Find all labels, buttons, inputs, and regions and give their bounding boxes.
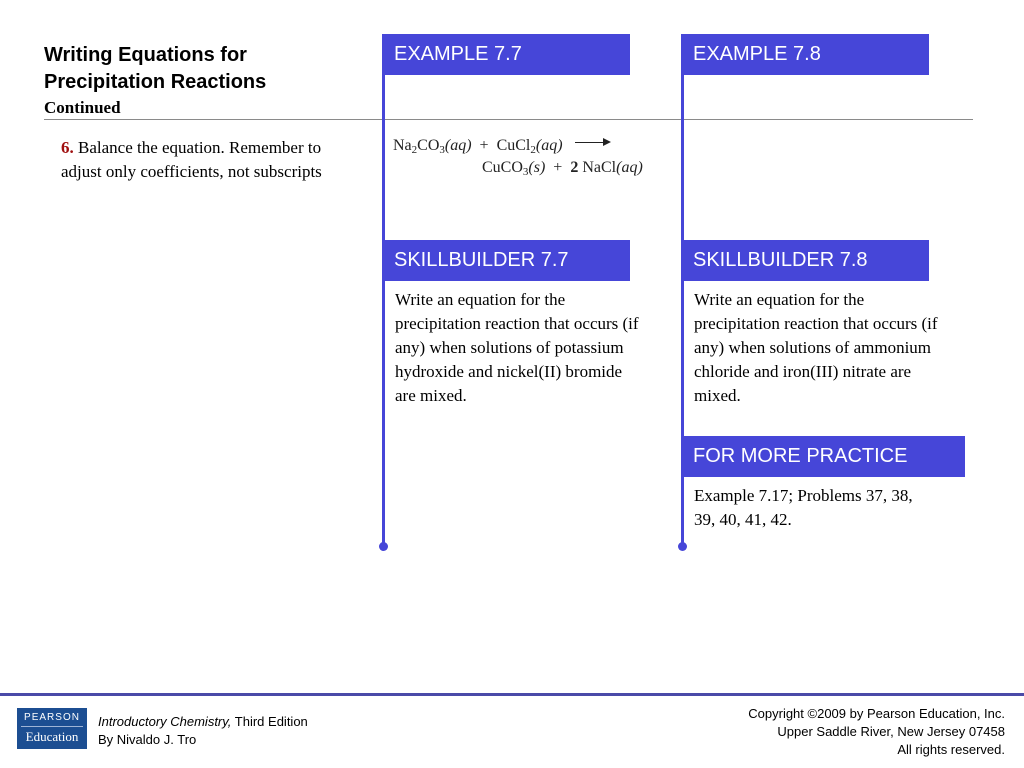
equation-reactants: Na2CO3(aq) + CuCl2(aq) <box>393 137 611 156</box>
eq-r1-state: (aq) <box>444 137 472 154</box>
footer-copyright-line: Copyright ©2009 by Pearson Education, In… <box>748 706 1005 721</box>
reaction-arrow-icon <box>574 137 611 147</box>
example-78-column-line <box>681 34 684 546</box>
logo-bottom-text: Education <box>25 729 79 744</box>
eq-r2-sub: 2 <box>530 144 536 156</box>
eq-p1-state: (s) <box>528 159 546 176</box>
footer-divider <box>0 693 1024 696</box>
footer-address: Upper Saddle River, New Jersey 07458 <box>777 724 1005 739</box>
for-more-practice-header: FOR MORE PRACTICE <box>681 436 965 477</box>
step-number: 6. <box>61 138 74 157</box>
eq-plus-2: + <box>553 159 563 176</box>
eq-r2: CuCl <box>496 137 531 154</box>
footer-book-title: Introductory Chemistry, <box>98 714 232 729</box>
slide-title: Writing Equations for Precipitation Reac… <box>44 42 364 119</box>
title-subtitle: Continued <box>44 98 121 117</box>
skillbuilder-77-text: Write an equation for the precipitation … <box>395 290 639 405</box>
eq-p1-sub: 3 <box>522 166 529 178</box>
eq-plus-1: + <box>479 137 489 154</box>
logo-top-text: PEARSON <box>24 712 80 723</box>
logo-divider <box>21 726 83 727</box>
example-78-header: EXAMPLE 7.8 <box>681 34 929 75</box>
step-text: Balance the equation. Remember to adjust… <box>61 138 322 181</box>
skillbuilder-78-text: Write an equation for the precipitation … <box>694 290 938 405</box>
example-78-column-end-dot <box>678 542 687 551</box>
eq-r1: Na <box>393 137 412 154</box>
skillbuilder-77-header: SKILLBUILDER 7.7 <box>382 240 630 281</box>
example-77-column-end-dot <box>379 542 388 551</box>
step-instruction: 6. Balance the equation. Remember to adj… <box>61 136 361 184</box>
for-more-practice-text: Example 7.17; Problems 37, 38, 39, 40, 4… <box>694 486 913 529</box>
eq-p2-coefficient: 2 <box>570 159 579 176</box>
eq-p2-state: (aq) <box>616 159 643 176</box>
eq-r2-state: (aq) <box>535 137 563 154</box>
footer-rights: All rights reserved. <box>897 742 1005 757</box>
skillbuilder-78-header: SKILLBUILDER 7.8 <box>681 240 929 281</box>
header-divider <box>44 119 973 120</box>
eq-r1-b: CO <box>417 137 440 154</box>
footer-copyright: Copyright ©2009 by Pearson Education, In… <box>748 705 1005 759</box>
footer-book-info: Introductory Chemistry, Third Edition By… <box>98 713 308 749</box>
eq-p2: NaCl <box>582 159 617 176</box>
example-77-column-line <box>382 34 385 546</box>
eq-r1-sub2: 3 <box>439 144 445 156</box>
equation-products: CuCO3(s) + 2 NaCl(aq) <box>482 159 643 178</box>
eq-p1: CuCO <box>482 159 523 176</box>
eq-r1-sub1: 2 <box>411 144 418 156</box>
footer-edition: Third Edition <box>231 714 308 729</box>
footer-author: By Nivaldo J. Tro <box>98 732 197 747</box>
title-line-2: Precipitation Reactions <box>44 71 267 93</box>
example-77-header: EXAMPLE 7.7 <box>382 34 630 75</box>
pearson-logo: PEARSON Education <box>17 708 87 749</box>
title-line-1: Writing Equations for <box>44 44 247 66</box>
